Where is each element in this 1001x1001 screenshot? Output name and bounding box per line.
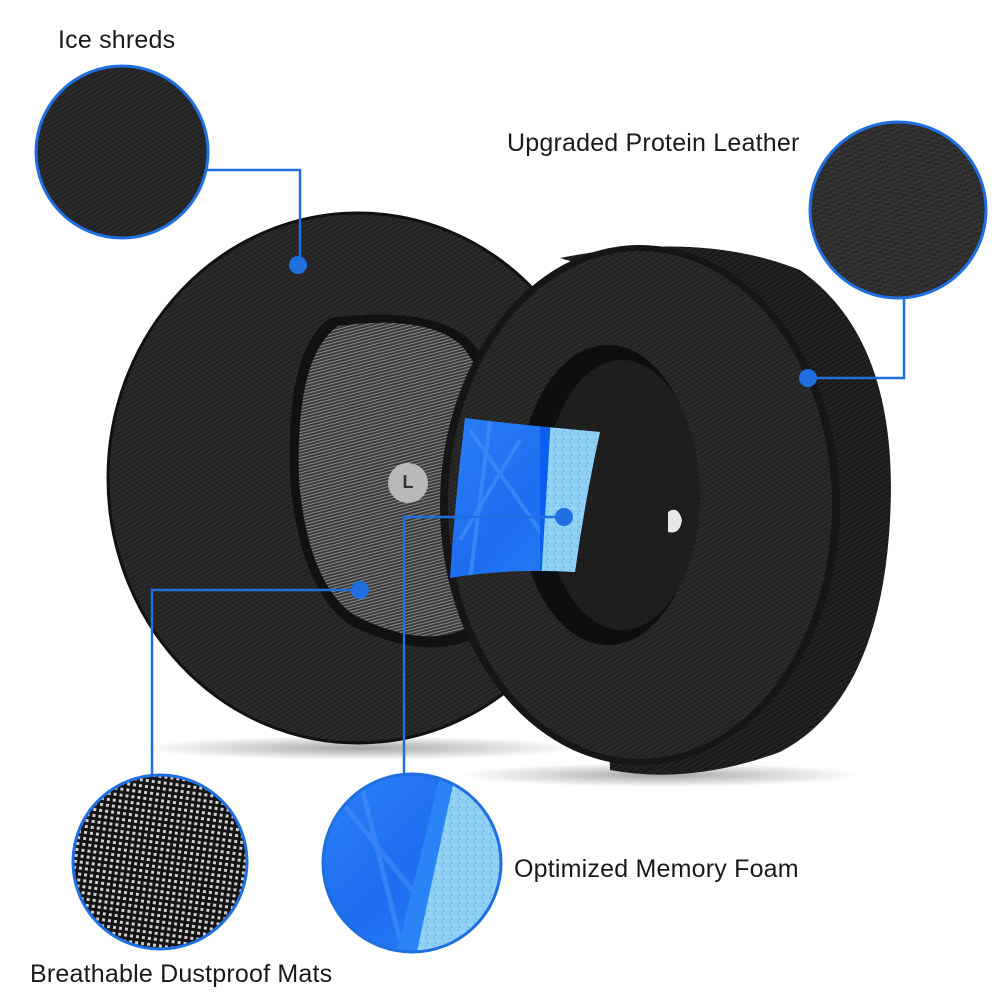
callout-dot-dustproof-mats [351,581,369,599]
label-memory-foam: Optimized Memory Foam [514,855,799,883]
label-dustproof-mats: Breathable Dustproof Mats [30,960,333,988]
callout-dot-ice-shreds [289,256,307,274]
connector-lines [150,168,906,776]
label-ice-shreds: Ice shreds [58,26,176,54]
swatch-protein-leather [808,120,988,300]
swatch-memory-foam [321,772,503,954]
callout-dot-memory-foam [555,508,573,526]
callout-dot-protein-leather [799,369,817,387]
swatch-ice-shreds [34,64,210,240]
swatch-dustproof-mats [71,773,249,951]
memory-foam-cutaway [450,418,600,578]
label-protein-leather: Upgraded Protein Leather [507,129,800,157]
side-marker-l: L [402,472,414,492]
